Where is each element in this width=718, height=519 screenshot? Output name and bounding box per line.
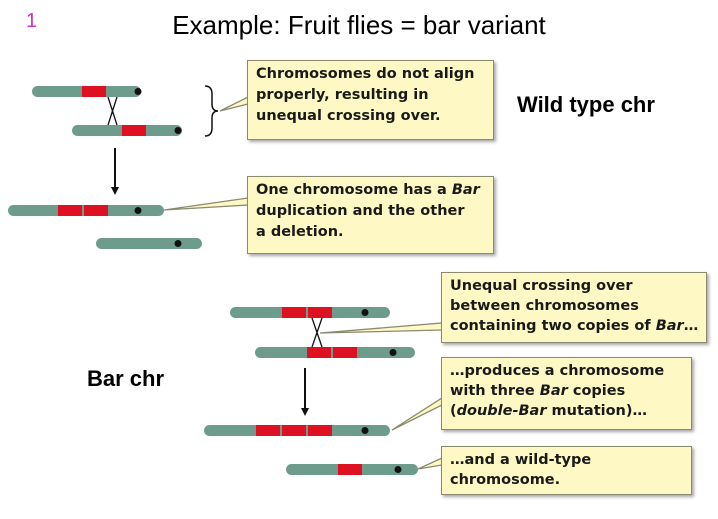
- bar-crossover-cross: [311, 317, 323, 348]
- leader-c4: [391, 396, 443, 431]
- callout-line: unequal crossing over.: [256, 108, 441, 124]
- deletion-chromosome: [96, 238, 202, 249]
- bar-chr-label: Bar chr: [87, 366, 165, 391]
- leader-c1: [219, 95, 249, 112]
- callout-line: Unequal crossing over: [450, 278, 633, 294]
- callout-line: …and a wild-type: [450, 452, 592, 468]
- callout-line: with three Bar copies: [450, 383, 626, 399]
- wild-type-chromosome-lower: [72, 125, 182, 136]
- callout-line: One chromosome has a Bar: [256, 182, 480, 198]
- slide-number: 1: [26, 10, 38, 32]
- bar-duplication-chromosome: [8, 205, 164, 216]
- callout-line: (double-Bar mutation)…: [450, 403, 648, 419]
- callout-duplication-deletion: One chromosome has a Bar duplication and…: [247, 176, 494, 254]
- callout-wild-type-product: …and a wild-type chromosome.: [441, 446, 692, 495]
- crossover-cross: [107, 96, 118, 126]
- brace: [204, 85, 219, 137]
- callout-line: duplication and the other: [256, 203, 465, 219]
- leader-c5: [417, 456, 443, 470]
- bar-chromosome-lower: [255, 347, 415, 358]
- callout-line: chromosome.: [450, 472, 561, 488]
- callout-line: Chromosomes do not align: [256, 66, 475, 82]
- callout-line: containing two copies of Bar…: [450, 318, 699, 334]
- wild-type-label: Wild type chr: [517, 92, 655, 117]
- callout-line: a deletion.: [256, 224, 344, 240]
- leader-c2: [163, 197, 249, 211]
- callout-bar-unequal-crossing: Unequal crossing over between chromosome…: [441, 272, 707, 343]
- callout-line: properly, resulting in: [256, 87, 429, 103]
- callout-unequal-alignment: Chromosomes do not align properly, resul…: [247, 60, 494, 140]
- leader-c3: [319, 322, 443, 334]
- callout-line: …produces a chromosome: [450, 363, 665, 379]
- bar-chromosome-upper: [230, 307, 390, 318]
- slide-title: Example: Fruit flies = bar variant: [172, 10, 546, 40]
- callout-double-bar: …produces a chromosome with three Bar co…: [441, 357, 692, 430]
- double-bar-chromosome: [204, 425, 390, 436]
- wild-type-chromosome-upper: [32, 86, 142, 97]
- restored-wild-type-chromosome: [286, 464, 418, 475]
- callout-line: between chromosomes: [450, 298, 639, 314]
